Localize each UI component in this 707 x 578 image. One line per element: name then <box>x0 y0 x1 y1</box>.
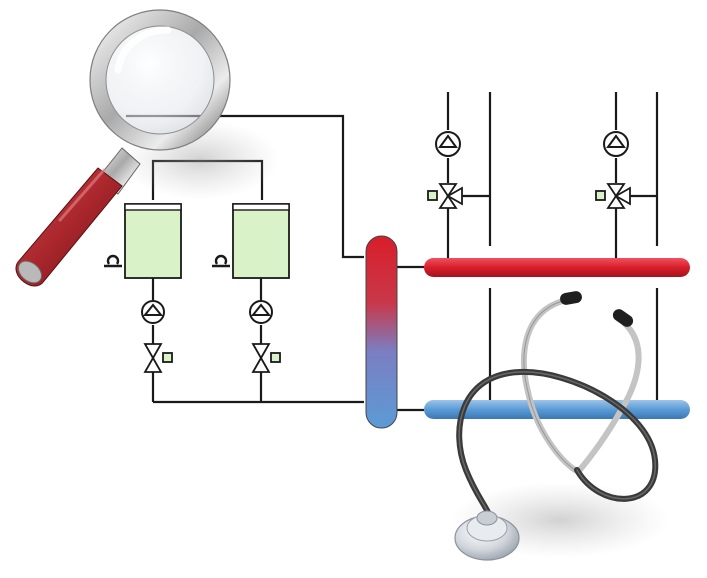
stethoscope-icon <box>450 291 670 561</box>
hot-supply-header <box>424 258 690 277</box>
pump-icon <box>249 300 273 324</box>
burner-icon <box>212 254 230 268</box>
three-way-valve-icon <box>427 183 463 209</box>
supply-line-top <box>126 114 364 259</box>
magnifier-handle <box>15 147 141 287</box>
boiler-1 <box>104 203 182 279</box>
three-way-valve-icon <box>595 183 631 209</box>
two-way-valve-icon <box>251 343 281 373</box>
boiler-2 <box>212 203 290 279</box>
two-way-valve-icon <box>143 343 173 373</box>
stethoscope-chestpiece <box>454 510 520 561</box>
pump-icon <box>603 131 629 157</box>
magnifying-glass-icon <box>15 9 280 287</box>
pump-icon <box>141 300 165 324</box>
burner-icon <box>104 254 122 268</box>
hydraulic-separator <box>365 235 398 429</box>
pump-icon <box>435 131 461 157</box>
pipe-lines <box>126 92 659 412</box>
